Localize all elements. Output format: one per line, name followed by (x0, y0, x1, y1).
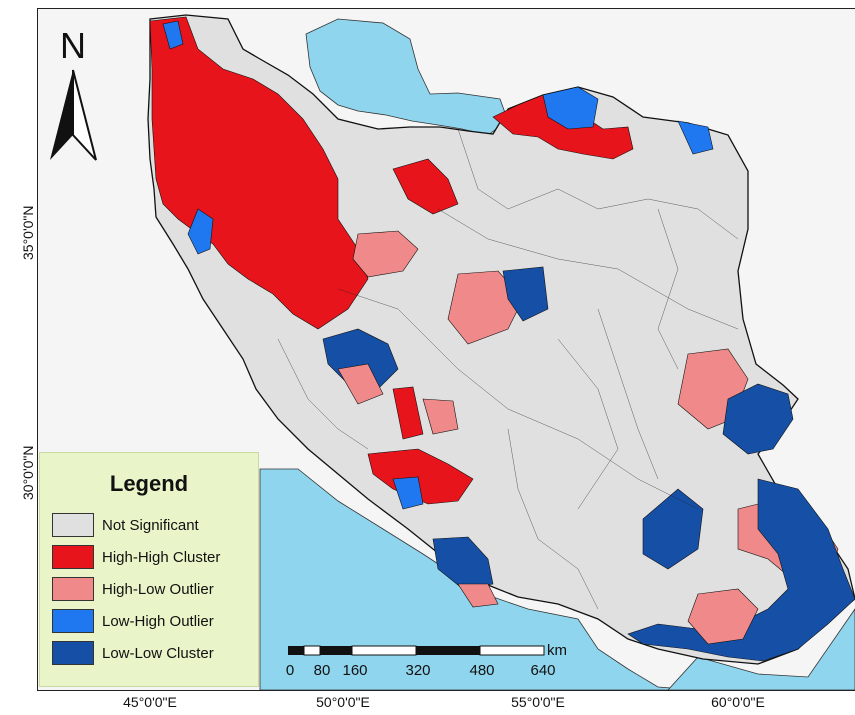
scale-tick-320: 320 (405, 662, 431, 679)
region-low-low-south-east-1[interactable] (642, 488, 704, 570)
region-high-low-south[interactable] (422, 398, 459, 435)
legend-panel: Legend Not Significant High-High Cluster… (39, 452, 259, 687)
scale-tick-80: 80 (313, 662, 331, 679)
region-low-high-northwest-1[interactable] (162, 20, 184, 50)
region-high-low-west-central[interactable] (337, 363, 384, 405)
region-high-high-northwest[interactable] (149, 16, 369, 330)
legend-label: Low-Low Cluster (102, 644, 214, 662)
legend-swatch-high-high (52, 545, 94, 569)
region-low-high-northeast[interactable] (542, 86, 599, 130)
legend-item-not-significant[interactable]: Not Significant (52, 511, 199, 539)
north-arrow-icon (50, 69, 97, 161)
region-high-low-south-coast[interactable] (457, 583, 499, 608)
region-high-low-south-east-2[interactable] (687, 588, 759, 645)
region-high-low-central[interactable] (447, 270, 524, 345)
legend-title: Legend (109, 471, 189, 496)
legend-swatch-not-significant (52, 513, 94, 537)
region-low-low-central[interactable] (502, 266, 549, 322)
region-low-low-east[interactable] (722, 383, 794, 455)
region-low-low-south-east-2[interactable] (627, 478, 855, 662)
gulf-of-oman (667, 608, 855, 690)
scale-tick-480: 480 (469, 662, 495, 679)
map-frame (37, 8, 855, 691)
legend-label: Not Significant (102, 516, 199, 534)
longitude-tick-55: 55°0'0"E (511, 694, 565, 710)
north-label: N (60, 25, 86, 66)
legend-swatch-high-low (52, 577, 94, 601)
legend-swatch-low-high (52, 609, 94, 633)
longitude-tick-45: 45°0'0"E (123, 694, 177, 710)
longitude-tick-60: 60°0'0"E (711, 694, 765, 710)
legend-item-high-low[interactable]: High-Low Outlier (52, 575, 214, 603)
scale-bar-graphic (288, 645, 545, 656)
district-boundaries (277, 128, 739, 610)
scale-unit: km (547, 642, 567, 659)
north-arrow: N (45, 25, 105, 165)
legend-swatch-low-low (52, 641, 94, 665)
legend-item-high-high[interactable]: High-High Cluster (52, 543, 220, 571)
region-high-high-north-central[interactable] (392, 158, 459, 215)
legend-label: High-Low Outlier (102, 580, 214, 598)
longitude-tick-50: 50°0'0"E (316, 694, 370, 710)
latitude-tick-30: 30°0'0"N (20, 445, 36, 501)
scale-tick-640: 640 (530, 662, 556, 679)
region-high-high-south-west[interactable] (367, 448, 474, 505)
scale-bar: km 0 80 160 320 480 640 (285, 640, 585, 690)
region-low-high-west[interactable] (187, 208, 214, 255)
region-high-high-central-strip[interactable] (392, 386, 424, 440)
region-high-low-central-north[interactable] (352, 230, 419, 278)
scale-tick-0: 0 (285, 662, 295, 679)
region-low-low-south-coast[interactable] (432, 536, 494, 590)
region-low-high-northeast-2[interactable] (677, 120, 714, 155)
legend-label: High-High Cluster (102, 548, 221, 566)
legend-label: Low-High Outlier (102, 612, 214, 630)
region-low-high-south-west[interactable] (392, 476, 424, 510)
map-canvas[interactable] (38, 9, 855, 690)
legend-item-low-high[interactable]: Low-High Outlier (52, 607, 214, 635)
legend-item-low-low[interactable]: Low-Low Cluster (52, 639, 214, 667)
latitude-tick-35: 35°0'0"N (20, 205, 36, 261)
scale-tick-160: 160 (342, 662, 368, 679)
